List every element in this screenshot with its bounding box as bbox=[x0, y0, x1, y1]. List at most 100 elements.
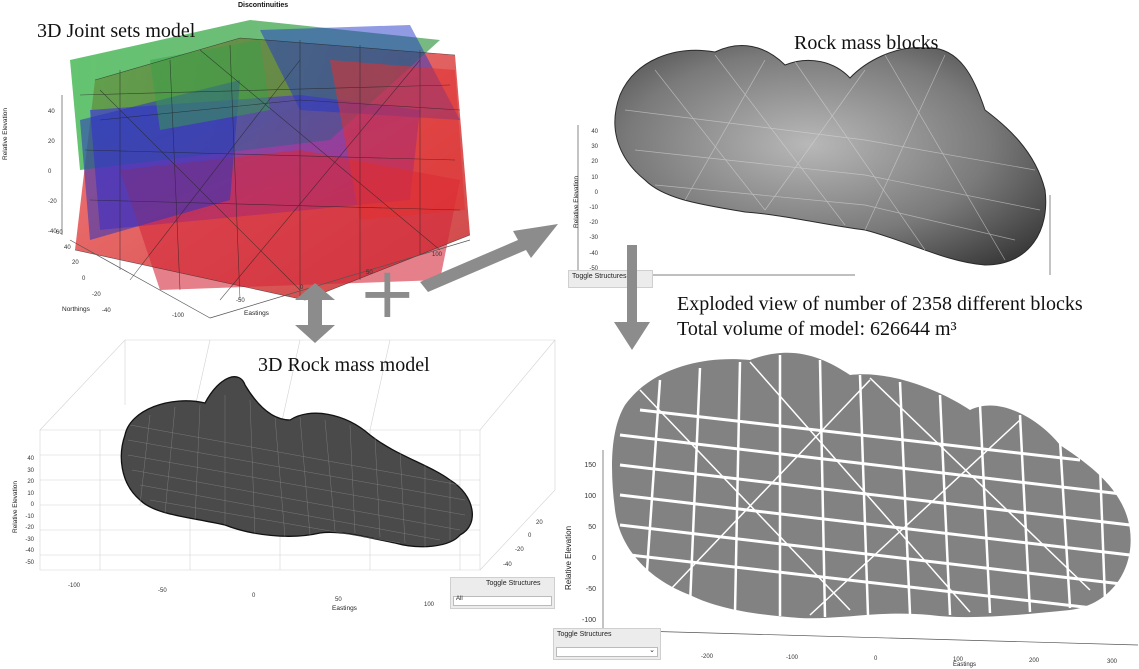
y-tick: 0 bbox=[594, 189, 598, 196]
toggle-structures-select[interactable]: ⌄ bbox=[556, 647, 658, 657]
joint-sets-y-ticks: 40 20 0 -20 -40 bbox=[48, 97, 57, 247]
x-tick: -50 bbox=[158, 588, 167, 594]
rock-mass-model-caption: 3D Rock mass model bbox=[258, 354, 430, 376]
x-tick: 50 bbox=[366, 270, 373, 276]
rock-block-joints bbox=[624, 54, 1041, 261]
y-tick: 0 bbox=[30, 502, 34, 508]
exploded-ylabel: Relative Elevation bbox=[564, 525, 573, 590]
x-tick: -200 bbox=[701, 654, 714, 660]
chevron-down-icon: ⌄ bbox=[649, 647, 655, 654]
y-tick: 20 bbox=[48, 139, 55, 145]
joint-sets-ylabel: Relative Elevation bbox=[2, 107, 9, 160]
exploded-caption-line1: Exploded view of number of 2358 differen… bbox=[677, 293, 1083, 315]
y-tick: -30 bbox=[589, 235, 598, 242]
y-tick: -100 bbox=[581, 617, 596, 624]
y-tick: -30 bbox=[25, 536, 34, 543]
y-tick: -20 bbox=[25, 525, 34, 531]
joint-sets-xlabel: Eastings bbox=[244, 310, 269, 317]
rock-mass-y-ticks: 40 30 20 10 0 -10 -20 -30 -40 -50 bbox=[20, 454, 34, 569]
y-tick: -50 bbox=[585, 586, 596, 593]
exploded-toggle-structures[interactable]: Toggle Structures ⌄ bbox=[553, 628, 661, 660]
exploded-y-ticks: 150 100 50 0 -50 -100 bbox=[576, 450, 596, 636]
y-tick: 10 bbox=[591, 174, 598, 181]
x-tick: -100 bbox=[68, 583, 81, 589]
y-tick: -40 bbox=[25, 548, 34, 554]
rock-blocks-toggle-structures[interactable]: Toggle Structures bbox=[568, 270, 653, 288]
z-tick: -20 bbox=[92, 292, 101, 298]
rock-mass-model-plot bbox=[39, 339, 556, 571]
y-tick: 10 bbox=[27, 490, 34, 497]
y-tick: -40 bbox=[48, 229, 57, 235]
rock-mass-mesh bbox=[120, 376, 473, 548]
y-tick: -20 bbox=[589, 220, 598, 227]
y-tick: 30 bbox=[591, 144, 598, 151]
x-tick: 0 bbox=[300, 285, 304, 291]
plus-icon: + bbox=[358, 252, 417, 334]
toggle-structures-label: Toggle Structures bbox=[572, 273, 627, 280]
z-tick: -20 bbox=[515, 547, 524, 553]
y-tick: 20 bbox=[591, 159, 598, 166]
joint-sets-plot-title: Discontinuities bbox=[238, 2, 289, 9]
y-tick: 0 bbox=[592, 555, 596, 562]
y-tick: -40 bbox=[589, 250, 598, 257]
y-tick: 100 bbox=[584, 493, 596, 500]
joint-sets-zlabel: Northings bbox=[62, 306, 90, 313]
y-tick: 150 bbox=[584, 462, 596, 469]
x-tick: -100 bbox=[172, 313, 185, 319]
z-tick: 40 bbox=[64, 245, 71, 251]
x-tick: 200 bbox=[1029, 658, 1040, 664]
x-tick: 0 bbox=[252, 593, 256, 599]
y-tick: -50 bbox=[589, 265, 598, 272]
toggle-structures-value: All bbox=[456, 596, 463, 602]
x-tick: 100 bbox=[432, 252, 443, 258]
toggle-structures-select[interactable]: All bbox=[453, 596, 552, 606]
z-tick: -40 bbox=[503, 562, 512, 568]
exploded-block-cloud bbox=[612, 352, 1131, 619]
x-tick: 100 bbox=[424, 602, 435, 608]
y-tick: -10 bbox=[25, 513, 34, 520]
y-tick: 0 bbox=[48, 169, 52, 175]
rock-mass-toggle-structures[interactable]: Toggle Structures All bbox=[450, 577, 555, 609]
rock-mass-model-panel: 3D Rock mass model Relative Elevation 40… bbox=[0, 325, 560, 615]
exploded-xlabel: Eastings bbox=[953, 662, 977, 668]
exploded-view-panel: Exploded view of number of 2358 differen… bbox=[550, 290, 1139, 669]
toggle-structures-label: Toggle Structures bbox=[557, 631, 612, 638]
rock-blocks-panel: Rock mass blocks Relative Elevation 40 3… bbox=[565, 0, 1065, 295]
joint-sets-panel: 3D Joint sets model Discontinuities Rela… bbox=[0, 0, 480, 330]
y-tick: 20 bbox=[27, 479, 34, 485]
rock-mass-ylabel: Relative Elevation bbox=[12, 480, 19, 533]
exploded-caption-line2: Total volume of model: 626644 m³ bbox=[677, 318, 957, 340]
x-tick: -100 bbox=[786, 655, 799, 661]
x-tick: -50 bbox=[236, 298, 245, 304]
z-tick: 0 bbox=[528, 533, 532, 539]
x-tick: 300 bbox=[1107, 659, 1118, 665]
joint-sets-plot bbox=[61, 20, 471, 319]
z-tick: 0 bbox=[82, 276, 86, 282]
rock-blocks-plot bbox=[577, 45, 1051, 276]
rock-blocks-surface bbox=[614, 45, 1047, 266]
y-tick: 30 bbox=[27, 467, 34, 474]
y-tick: -20 bbox=[48, 199, 57, 205]
rock-blocks-ylabel: Relative Elevation bbox=[573, 175, 580, 228]
x-tick: 0 bbox=[874, 656, 878, 662]
rock-mass-xlabel: Eastings bbox=[332, 605, 357, 612]
exploded-block-gaps bbox=[619, 355, 1131, 618]
x-tick: 50 bbox=[335, 597, 342, 603]
y-tick: -50 bbox=[25, 559, 34, 566]
y-tick: 40 bbox=[27, 456, 34, 462]
z-tick: 20 bbox=[72, 260, 79, 266]
rock-blocks-y-ticks: 40 30 20 10 0 -10 -20 -30 -40 -50 bbox=[584, 125, 598, 277]
y-tick: 40 bbox=[48, 109, 55, 115]
y-tick: -10 bbox=[589, 205, 598, 212]
rock-mass-wireframe bbox=[127, 395, 466, 547]
toggle-structures-label: Toggle Structures bbox=[486, 580, 541, 587]
z-tick: -40 bbox=[102, 308, 111, 314]
x-tick: 100 bbox=[953, 657, 964, 663]
exploded-view-plot bbox=[602, 352, 1139, 646]
joint-sets-caption: 3D Joint sets model bbox=[37, 20, 196, 42]
y-tick: 50 bbox=[588, 524, 596, 531]
z-tick: 20 bbox=[536, 520, 543, 526]
z-tick: 60 bbox=[56, 230, 63, 236]
rock-blocks-caption: Rock mass blocks bbox=[794, 32, 939, 54]
y-tick: 40 bbox=[591, 129, 598, 135]
